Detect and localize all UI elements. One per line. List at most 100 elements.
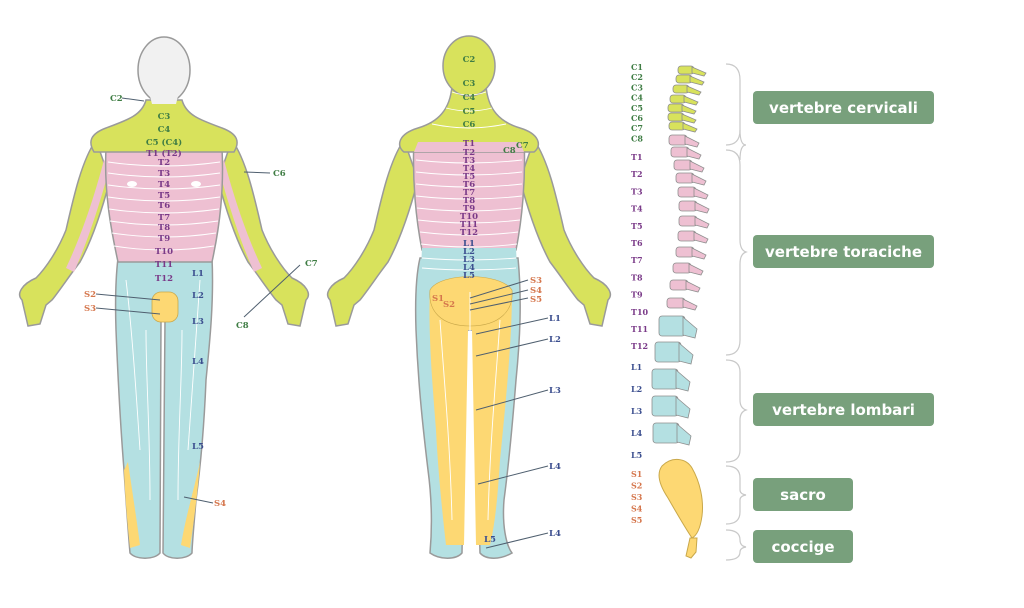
front-label: T12 [155, 274, 173, 284]
thoracic-vertebra-process [685, 280, 701, 293]
front-arm-right-stripe [218, 160, 262, 272]
back-label: L5 [463, 271, 475, 281]
lumbar-vertebra-process [676, 423, 692, 446]
thoracic-vertebra [677, 186, 697, 198]
cervical-vertebra-process [686, 85, 702, 96]
back-label: T10 [460, 212, 478, 222]
cervical-vertebra-process [681, 104, 697, 115]
back-label: C2 [463, 55, 476, 65]
front-label: T4 [158, 180, 170, 190]
back-arm-right [519, 138, 612, 327]
cervical-vertebra-process [691, 66, 707, 77]
front-label: L1 [192, 269, 204, 279]
thoracic-vertebra [670, 146, 690, 158]
lumbar-vertebra-process [675, 396, 691, 419]
region-label-cervical: vertebre cervicali [753, 91, 934, 124]
back-label: L1 [549, 314, 561, 324]
spine-label-t12: T12 [631, 341, 648, 351]
spine-label-l5: L5 [631, 450, 642, 460]
bracket-lumbar [725, 359, 748, 463]
front-label: T1 (T2) [146, 148, 181, 159]
spine-label-t5: T5 [631, 221, 643, 231]
back-neck-shoulders [398, 85, 540, 153]
spine-label-c5: C5 [631, 103, 643, 113]
front-label: T6 [158, 201, 170, 211]
back-label: T6 [463, 180, 475, 190]
front-label: C6 [273, 169, 286, 179]
lumbar-vertebra-process [682, 316, 698, 339]
thoracic-vertebra-process [691, 173, 707, 186]
front-label: L5 [192, 442, 204, 452]
front-label: C2 [110, 94, 123, 104]
thoracic-vertebra [678, 215, 698, 227]
thoracic-vertebra-process [688, 263, 704, 276]
sacrum [658, 459, 703, 539]
region-label-sacrum: sacro [753, 478, 853, 511]
back-figure: C2 C3 C4 C5 C6 C7 C8 T1 T2 T3 T4 T5 T6 T… [326, 35, 612, 559]
spine-label-c1: C1 [631, 62, 643, 72]
region-label-thoracic: vertebre toraciche [753, 235, 934, 268]
front-nipple-right [191, 181, 201, 187]
front-label: L3 [192, 317, 204, 327]
back-label: C5 [463, 107, 476, 117]
thoracic-vertebra [678, 200, 698, 212]
spine-label-t11: T11 [631, 324, 648, 334]
spine-label-s2: S2 [631, 481, 642, 491]
front-label: T3 [158, 169, 170, 179]
back-label: T3 [463, 156, 475, 166]
back-label: C7 [516, 141, 529, 151]
back-leader-lines [469, 279, 549, 549]
front-shoulders [90, 99, 238, 153]
back-label: T4 [463, 164, 475, 174]
lumbar-vertebra [654, 341, 682, 363]
back-labels: C2 C3 C4 C5 C6 C7 C8 T1 T2 T3 T4 T5 T6 T… [432, 55, 561, 545]
thoracic-vertebra [668, 134, 688, 146]
thoracic-vertebra-process [691, 247, 707, 260]
back-label: T12 [460, 228, 478, 238]
back-label: L1 [463, 239, 475, 249]
front-label: L4 [192, 357, 204, 367]
spine-label-l3: L3 [631, 406, 643, 416]
lumbar-vertebra [651, 368, 679, 390]
back-label: L3 [549, 386, 561, 396]
spine-label-t6: T6 [631, 238, 643, 248]
back-label: C4 [463, 93, 476, 103]
bracket-thoracic [725, 149, 748, 356]
back-label: L5 [484, 535, 496, 545]
bracket-coccyx [725, 529, 747, 561]
front-label: T9 [158, 234, 170, 244]
spine-label-t1: T1 [631, 152, 643, 162]
back-label: T5 [463, 172, 475, 182]
spine-label-s5: S5 [631, 515, 642, 525]
front-arm-right [217, 138, 310, 327]
front-label: S3 [84, 304, 96, 314]
front-label: T2 [158, 158, 170, 168]
spine-label-s1: S1 [631, 469, 642, 479]
spine-label-s3: S3 [631, 492, 643, 502]
spine-label-t10: T10 [631, 307, 649, 317]
spine-label-l4: L4 [631, 428, 643, 438]
lumbar-vertebra [651, 395, 679, 417]
spine-labels: C1C2C3C4C5C6C7C8T1T2T3T4T5T6T7T8T9T10T11… [631, 62, 649, 525]
back-label: L4 [463, 263, 475, 273]
thoracic-vertebra [666, 297, 686, 309]
back-label: L4 [549, 529, 561, 539]
back-label: T11 [460, 220, 478, 230]
spine-label-s4: S4 [631, 504, 643, 514]
back-label: S2 [443, 300, 455, 310]
front-leader-lines [95, 97, 301, 504]
lumbar-vertebra-process [675, 369, 691, 392]
spine-column [651, 65, 710, 559]
back-upper-thoracic [414, 142, 524, 152]
front-label: C8 [236, 321, 249, 331]
spine-label-l2: L2 [631, 384, 642, 394]
cervical-vertebra-process [681, 113, 697, 124]
spine-label-t2: T2 [631, 169, 643, 179]
thoracic-vertebra-process [684, 135, 700, 148]
bracket-cervical-lower [725, 129, 741, 146]
bracket-sacrum [725, 465, 747, 525]
front-label: T11 [155, 260, 173, 270]
front-genital-s3 [151, 291, 179, 323]
back-label: L3 [463, 255, 475, 265]
thoracic-vertebra-process [689, 160, 705, 173]
